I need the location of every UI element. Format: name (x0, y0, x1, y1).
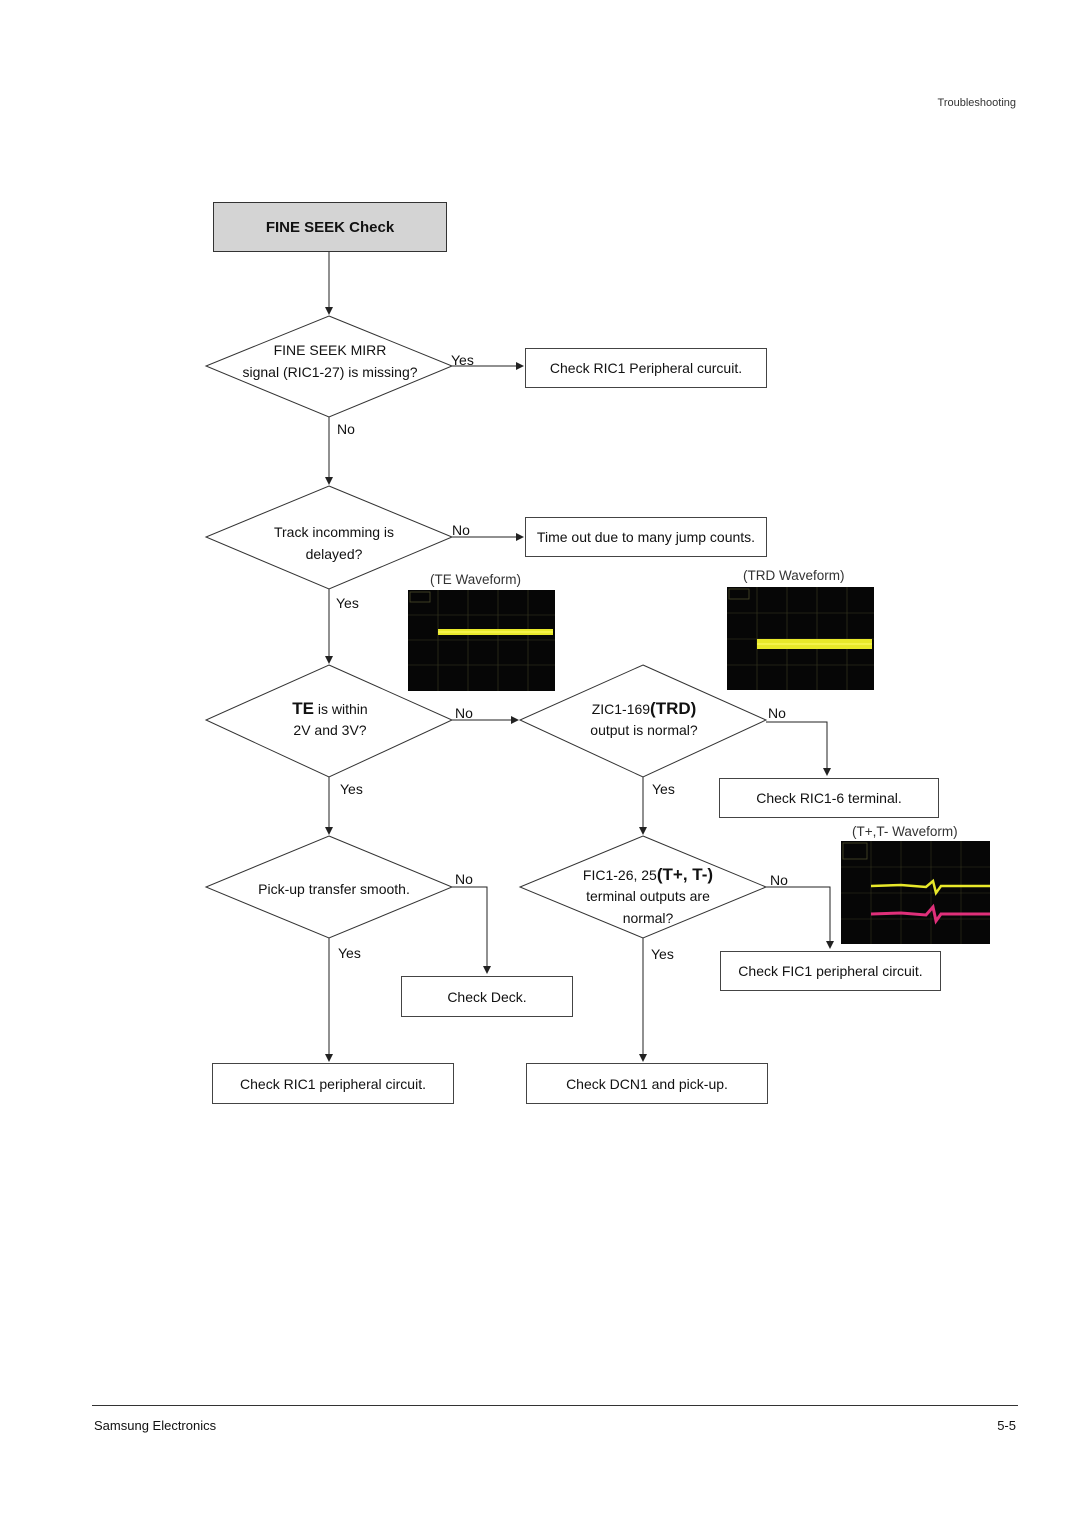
decision-mirr-line2: signal (RIC1-27) is missing? (242, 364, 418, 380)
footer-page-number: 5-5 (997, 1418, 1016, 1433)
action-check-ric1-curcuit-label: Check RIC1 Peripheral curcuit. (549, 360, 743, 376)
decision-track-line1: Track incomming is (273, 524, 395, 540)
action-check-ric1-bottom: Check RIC1 peripheral circuit. (212, 1063, 454, 1104)
decision-tpm-line1: FIC1-26, 25(T+, T-) (548, 866, 748, 884)
footer-divider (92, 1405, 1018, 1406)
decision-tpm-bold: (T+, T-) (656, 865, 714, 884)
decision-track-line2: delayed? (305, 546, 363, 562)
label-no-trd: No (768, 705, 786, 721)
footer-company: Samsung Electronics (94, 1418, 217, 1433)
decision-te-text: TE is within 2V and 3V? (230, 700, 430, 739)
label-no-mirr: No (337, 421, 355, 437)
label-yes-mirr: Yes (451, 352, 474, 368)
label-yes-track: Yes (336, 595, 359, 611)
start-box-fine-seek-check: FINE SEEK Check (213, 202, 447, 252)
label-no-tpm: No (770, 872, 788, 888)
decision-trd-bold: (TRD) (650, 699, 697, 718)
action-check-ric1-curcuit: Check RIC1 Peripheral curcuit. (525, 348, 767, 388)
decision-te-rest: is within (314, 701, 368, 717)
action-check-fic1: Check FIC1 peripheral circuit. (720, 951, 941, 991)
start-box-label: FINE SEEK Check (265, 218, 395, 236)
action-check-dcn1-label: Check DCN1 and pick-up. (566, 1075, 728, 1092)
action-check-fic1-label: Check FIC1 peripheral circuit. (738, 963, 923, 979)
decision-trd-pre: ZIC1-169 (591, 701, 651, 717)
decision-tpm-line2: terminal outputs are (586, 888, 710, 904)
decision-tpm-pre: FIC1-26, 25 (582, 867, 657, 883)
action-timeout-label: Time out due to many jump counts. (536, 529, 756, 545)
caption-te-waveform: (TE Waveform) (430, 572, 521, 587)
section-header: Troubleshooting (937, 97, 1016, 109)
label-yes-tpm: Yes (651, 946, 674, 962)
tpm-waveform-image (841, 841, 990, 944)
decision-trd-text: ZIC1-169(TRD) output is normal? (544, 700, 744, 739)
label-yes-te: Yes (340, 781, 363, 797)
caption-tpm-waveform: (T+,T- Waveform) (852, 824, 958, 839)
label-no-te: No (455, 705, 473, 721)
action-check-ric1-6-label: Check RIC1-6 terminal. (756, 790, 902, 806)
action-timeout: Time out due to many jump counts. (525, 517, 767, 557)
label-yes-pickup: Yes (338, 945, 361, 961)
decision-te-line1: TE is within (230, 700, 430, 718)
decision-pickup-text: Pick-up transfer smooth. (234, 881, 434, 898)
decision-mirr-line1: FINE SEEK MIRR (273, 342, 387, 358)
action-check-dcn1: Check DCN1 and pick-up. (526, 1063, 768, 1104)
te-waveform-image (408, 590, 555, 691)
action-check-deck: Check Deck. (401, 976, 573, 1017)
action-check-ric1-bottom-label: Check RIC1 peripheral circuit. (240, 1075, 426, 1092)
decision-te-line2: 2V and 3V? (293, 722, 367, 738)
action-check-deck-label: Check Deck. (447, 988, 527, 1005)
caption-trd-waveform: (TRD Waveform) (743, 568, 845, 583)
label-no-track: No (452, 522, 470, 538)
trd-waveform-image (727, 587, 874, 690)
decision-trd-line2: output is normal? (590, 722, 698, 738)
label-no-pickup: No (455, 871, 473, 887)
decision-trd-line1: ZIC1-169(TRD) (544, 700, 744, 718)
decision-tpm-line3: normal? (622, 910, 674, 926)
decision-track-text: Track incomming is delayed? (234, 524, 434, 563)
action-check-ric1-6: Check RIC1-6 terminal. (719, 778, 939, 818)
decision-mirr-text: FINE SEEK MIRR signal (RIC1-27) is missi… (230, 342, 430, 381)
decision-pickup-line1: Pick-up transfer smooth. (258, 881, 410, 897)
decision-te-bold: TE (292, 699, 315, 718)
label-yes-trd: Yes (652, 781, 675, 797)
decision-tpm-text: FIC1-26, 25(T+, T-) terminal outputs are… (548, 866, 748, 927)
